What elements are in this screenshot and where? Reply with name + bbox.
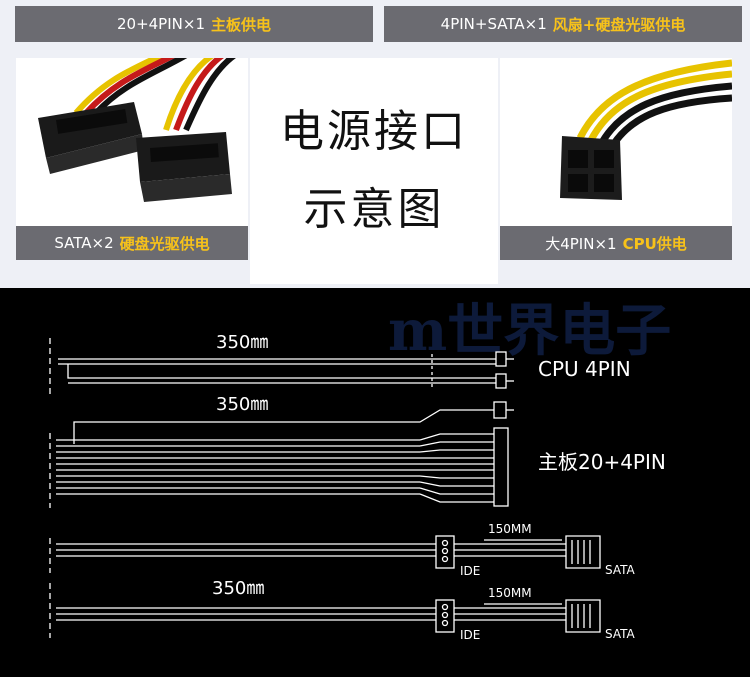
sata2-branch-length: 150MM [488, 586, 532, 600]
sata-count: SATA×2 [54, 234, 114, 252]
fan-drive-power-bar: 4PIN+SATA×1 风扇+硬盘光驱供电 [384, 6, 742, 42]
cpu-length-label: 350㎜ [216, 332, 269, 353]
ide1-label: IDE [460, 564, 481, 578]
mb-power-bar: 20+4PIN×1 主板供电 [15, 6, 373, 42]
sata1-branch-length: 150MM [488, 522, 532, 536]
cpu-connector-label: CPU 4PIN [538, 357, 631, 381]
sata-power-bar: SATA×2 硬盘光驱供电 [16, 226, 248, 260]
mb-power-label: 主板供电 [211, 15, 272, 34]
title-panel: 电源接口 示意图 [250, 58, 498, 284]
cpu-photo-panel [500, 58, 733, 226]
title-line-1: 电源接口 [280, 106, 468, 157]
sata2-label: SATA [605, 627, 635, 641]
sata-label: 硬盘光驱供电 [119, 234, 210, 253]
cable-drawing [49, 338, 601, 638]
top-section: 20+4PIN×1 主板供电 4PIN+SATA×1 风扇+硬盘光驱供电 SAT… [0, 0, 750, 288]
watermark: m世界电子 [388, 298, 672, 364]
cpu-count: 大4PIN×1 [545, 234, 617, 253]
mb-connector-label: 主板20+4PIN [538, 450, 666, 474]
cpu-power-bar: 大4PIN×1 CPU供电 [500, 226, 732, 260]
sata-connector-photo [38, 50, 240, 202]
sata-photo-panel [16, 50, 248, 226]
title-line-2: 示意图 [303, 184, 445, 235]
cpu-label: CPU供电 [622, 234, 687, 253]
cpu-connector-photo [560, 59, 733, 200]
mb-length-label: 350㎜ [216, 394, 269, 415]
ide2-label: IDE [460, 628, 481, 642]
fan-drive-count: 4PIN+SATA×1 [440, 15, 547, 33]
mb-power-count: 20+4PIN×1 [116, 15, 205, 33]
sata1-label: SATA [605, 563, 635, 577]
sata-length-label: 350㎜ [212, 578, 265, 599]
cable-diagram: m世界电子 [0, 288, 750, 677]
fan-drive-label: 风扇+硬盘光驱供电 [552, 15, 686, 34]
